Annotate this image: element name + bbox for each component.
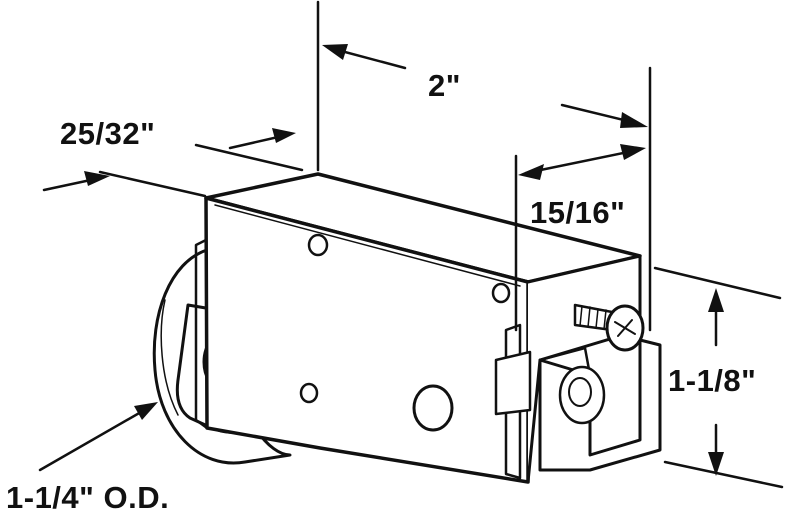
dimension-lines bbox=[38, 0, 784, 489]
adjustment-screw bbox=[573, 303, 645, 352]
width-dimension-label: 2" bbox=[428, 68, 461, 103]
end-bracket bbox=[538, 338, 662, 472]
housing bbox=[194, 172, 642, 484]
bracket-offset-dimension-label: 15/16" bbox=[530, 195, 626, 230]
depth-dimension-label: 25/32" bbox=[60, 116, 156, 151]
height-dimension-label: 1-1/8" bbox=[668, 363, 757, 398]
wheel-diameter-label: 1-1/4" O.D. bbox=[6, 480, 170, 515]
